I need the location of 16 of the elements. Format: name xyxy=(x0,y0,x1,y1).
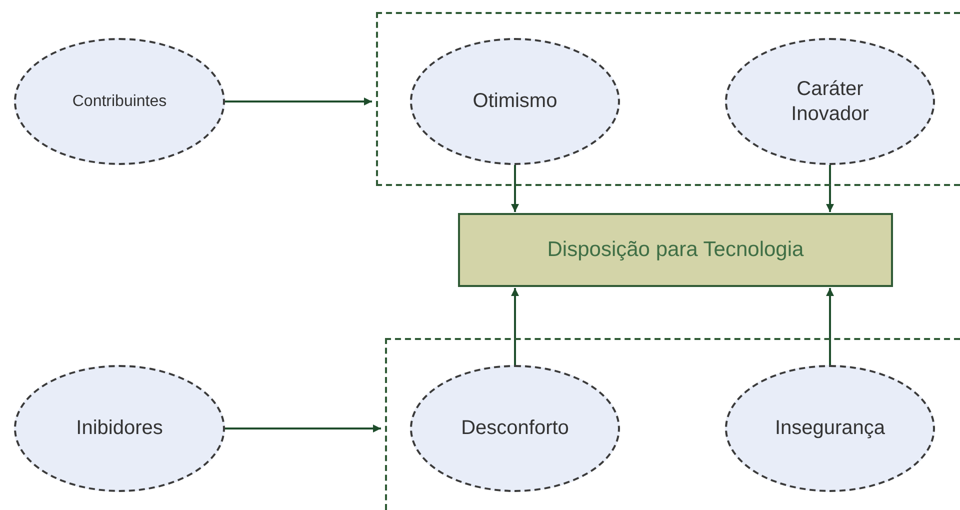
node-label: Contribuintes xyxy=(72,92,167,112)
node-label: Inibidores xyxy=(76,416,163,441)
dashed-group-box xyxy=(385,338,960,510)
node-label: Caráter Inovador xyxy=(790,76,870,126)
node-label: Disposição para Tecnologia xyxy=(547,237,804,264)
node-label: Desconforto xyxy=(461,416,569,441)
arrow xyxy=(225,98,372,106)
arrow xyxy=(826,288,834,365)
arrow xyxy=(826,165,834,212)
process-box xyxy=(458,213,893,287)
arrow xyxy=(511,288,519,365)
arrow xyxy=(225,424,381,432)
node-label: Insegurança xyxy=(774,416,886,441)
dashed-group-box xyxy=(376,12,960,186)
arrow xyxy=(511,165,519,212)
node-label: Otimismo xyxy=(472,89,558,114)
